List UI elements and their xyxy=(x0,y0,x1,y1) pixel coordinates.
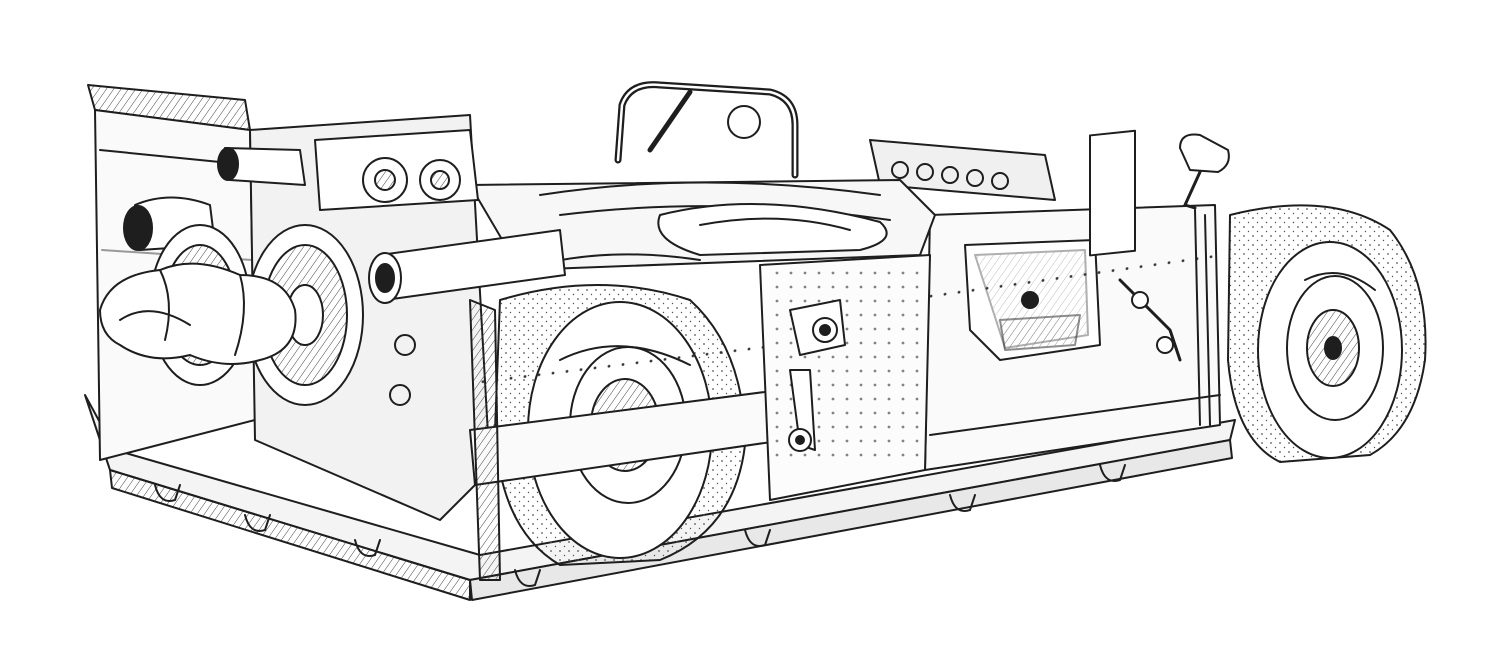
engine-top xyxy=(470,180,935,270)
intake-housing xyxy=(100,264,296,364)
rear-wheel-right xyxy=(1228,205,1426,462)
dashboard xyxy=(870,140,1055,200)
gearbox xyxy=(250,115,490,520)
tow-hooks xyxy=(155,465,1125,586)
mirror xyxy=(1180,135,1229,208)
bulkhead-left xyxy=(470,255,930,580)
roll-bar xyxy=(618,85,795,175)
cockpit-interior xyxy=(1000,280,1180,360)
